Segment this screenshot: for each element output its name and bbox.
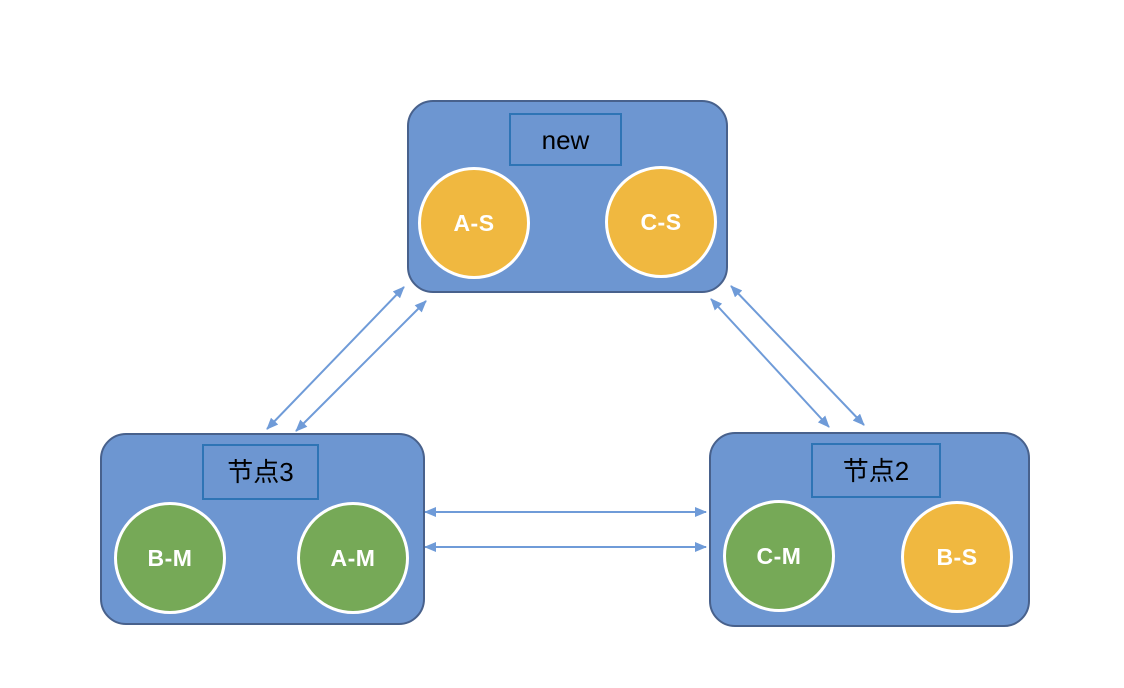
edge-node2-new-line1: [710, 298, 830, 428]
node-node3-label: 节点3: [202, 444, 319, 500]
node-new-label: new: [509, 113, 622, 166]
circle-b-s: B-S: [901, 501, 1013, 613]
circle-a-m-label: A-M: [330, 544, 376, 571]
circle-b-s-label: B-S: [936, 543, 978, 570]
circle-b-m: B-M: [114, 502, 226, 614]
edge-node2-new-line2: [730, 285, 865, 426]
node-node2-label: 节点2: [811, 443, 941, 498]
circle-a-m: A-M: [297, 502, 409, 614]
circle-c-m: C-M: [723, 500, 835, 612]
circle-a-s-label: A-S: [453, 209, 495, 236]
circle-c-s: C-S: [605, 166, 717, 278]
circle-c-s-label: C-S: [640, 208, 682, 235]
edge-node3-new-line2: [295, 300, 427, 432]
edge-node3-new-line1: [266, 286, 405, 430]
circle-c-m-label: C-M: [756, 542, 802, 569]
circle-a-s: A-S: [418, 167, 530, 279]
circle-b-m-label: B-M: [147, 544, 193, 571]
